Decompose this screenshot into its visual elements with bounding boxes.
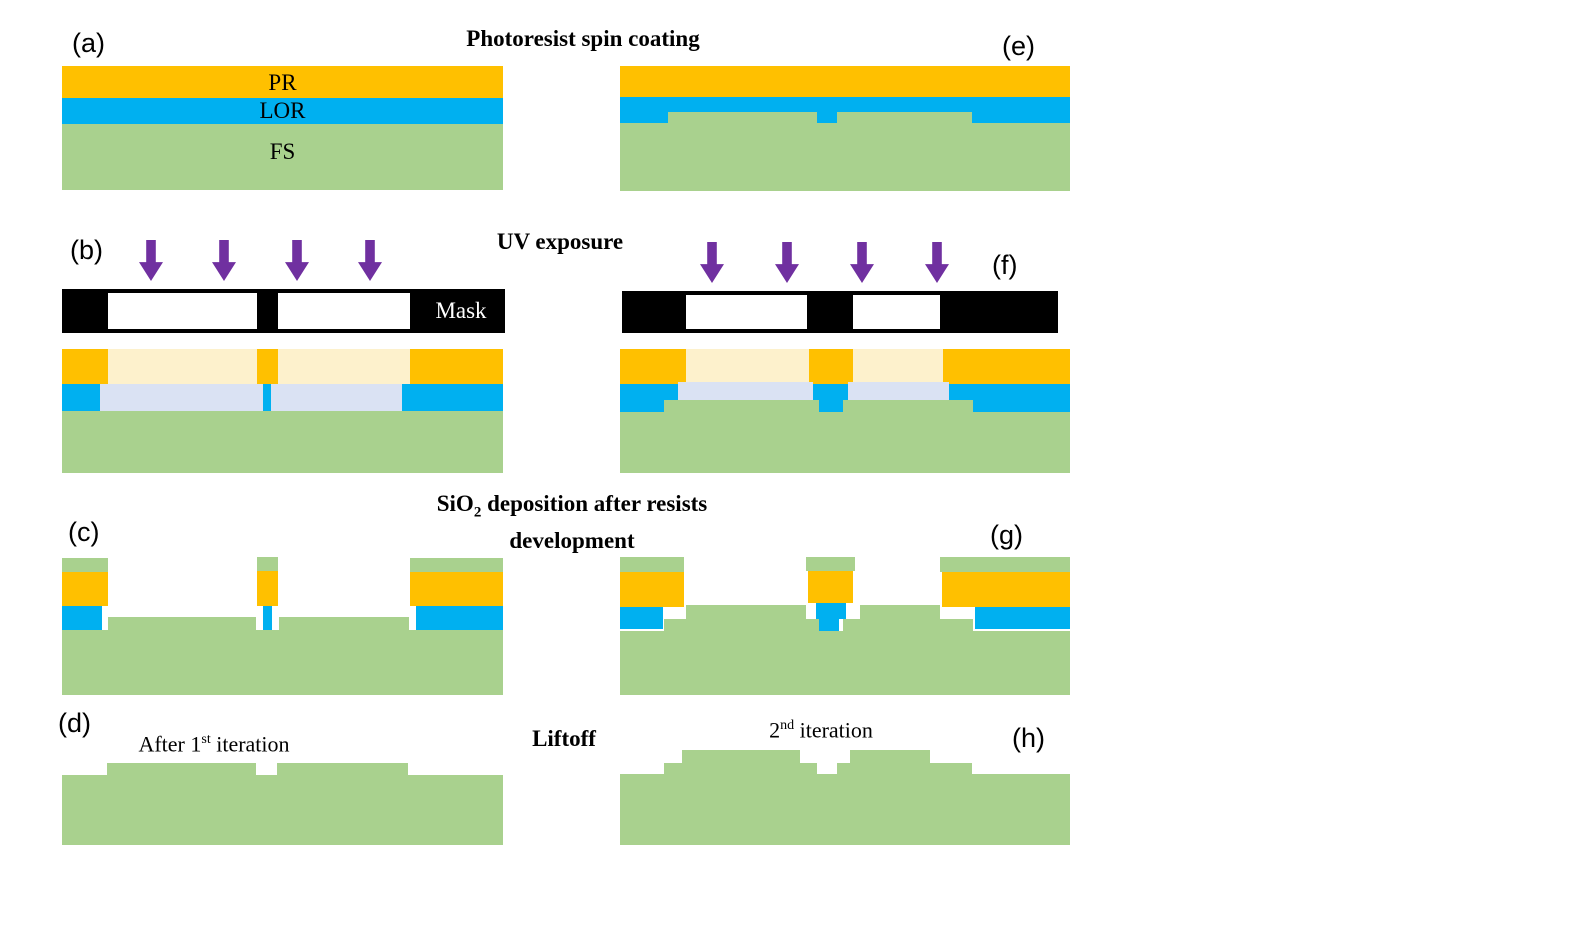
panel-g-fs-substrate [620,631,1070,695]
panel-f-uv-arrow-3 [850,242,874,283]
panel-d-sio2-mesa-left [107,763,256,775]
panel-a-fs-label: FS [269,139,296,164]
panel-label-a: (a) [72,28,105,58]
panel-g-right-pillar-lor [975,607,1070,629]
panel-a-fs-substrate [62,124,503,190]
panel-h-sio2-mid-tier-right [837,763,972,774]
panel-c-fs-substrate [62,630,503,695]
caption-d-superscript: st [201,732,211,747]
panel-b-pr-unexposed-left [62,349,108,384]
panel-f-mask-opening-2 [853,295,940,329]
panel-label-d: (d) [58,708,91,738]
panel-c-right-pillar-pr [410,572,503,606]
panel-d-fs-substrate [62,775,503,845]
panel-label-g: (g) [990,520,1023,550]
panel-g-left-pillar-lor [620,607,663,629]
panel-b-pr-exposed-1 [108,349,257,384]
panel-f-mask-opening-1 [686,295,807,329]
panel-a-pr-layer [62,66,503,98]
panel-f-uv-arrow-4 [925,242,949,283]
panel-g-mid-pillar-pr [808,571,853,603]
panel-c-right-pillar-lor [416,606,503,630]
panel-g-sio2-strip-2 [860,605,940,619]
title-sio2-line2: development [509,527,635,553]
panel-f-pr-unexposed-left [620,349,686,384]
panel-f-pr-exposed-1 [686,349,809,384]
panel-f-pr-unexposed-mid [809,349,853,384]
sio2-subscript: 2 [473,504,482,521]
panel-g-right-pillar-sio2-cap [940,557,1070,572]
panel-b-mask-opening-1 [108,293,257,329]
title-photoresist-spin-coating: Photoresist spin coating [466,26,700,51]
panel-e-pr-layer [620,66,1070,97]
panel-d-sio2-mesa-right [277,763,408,775]
panel-f-fs-substrate [620,412,1070,473]
panel-b-mask-opening-2 [278,293,410,329]
panel-b-mask-label: Mask [435,298,487,323]
panel-h-fs-substrate [620,774,1070,845]
panel-f-uv-arrow-2 [775,242,799,283]
panel-a-lor-label: LOR [259,98,306,123]
panel-b-uv-arrow-4 [358,240,382,281]
panel-h-caption: 2nd iteration [769,717,873,743]
panel-c-right-pillar-sio2-cap [410,558,503,572]
panel-g-substrate-mesa-right [843,619,973,631]
panel-label-b: (b) [70,235,103,265]
panel-b-pr-exposed-2 [278,349,410,384]
title-sio2-line1: SiO2 deposition after resists [436,491,708,521]
panel-f-uv-arrow-1 [700,242,724,283]
panel-f-substrate-mesa-left [664,400,819,412]
panel-c-left-pillar-pr [62,572,108,606]
panel-c-mid-pillar-sio2-cap [257,557,278,571]
panel-h-sio2-mid-tier-left [664,763,817,774]
panel-b-pr-unexposed-right [410,349,503,384]
panel-f-pr-unexposed-right [943,349,1070,384]
panel-g-mid-pillar-lor-notch [819,619,839,631]
panel-b-pr-unexposed-mid [257,349,278,384]
panel-c-mid-pillar-pr [257,571,278,606]
panel-c-left-pillar-lor [62,606,102,630]
panel-b-lor-exposed-2 [271,384,402,411]
title-uv-exposure: UV exposure [496,229,624,254]
panel-g-mid-pillar-sio2-cap [806,557,855,571]
panel-g-left-pillar-sio2-cap [620,557,684,572]
panel-label-e: (e) [1002,31,1035,61]
caption-h-superscript: nd [780,718,795,733]
panel-g-left-pillar-pr [620,572,684,607]
panel-g-substrate-mesa-left [664,619,819,631]
panel-c-sio2-strip-2 [279,617,409,630]
panel-d-caption: After 1st iteration [138,731,290,757]
panel-g-right-pillar-pr [942,572,1070,607]
panel-h-sio2-top-tier-left [682,750,800,763]
panel-f-substrate-mesa-right [843,400,973,412]
panel-c-left-pillar-sio2-cap [62,558,108,572]
panel-b-uv-arrow-3 [285,240,309,281]
panel-e-fs-substrate [620,123,1070,191]
panel-label-f: (f) [992,250,1018,280]
panel-f-lor-exposed-2 [848,382,949,400]
panel-e-substrate-mesa-right [837,112,972,123]
panel-label-h: (h) [1012,723,1045,753]
panel-e-substrate-mesa-left [668,112,817,123]
panel-b-lor-exposed-1 [100,384,263,411]
panel-a-lor-layer [62,98,503,124]
panel-g-mid-pillar-lor-upper [816,603,846,619]
panel-a-pr-label: PR [268,70,297,95]
title-liftoff: Liftoff [532,726,596,751]
panel-b-uv-arrow-1 [139,240,163,281]
panel-f-pr-exposed-2 [853,349,943,384]
panel-g-sio2-strip-1 [686,605,806,619]
panel-h-sio2-top-tier-right [850,750,930,763]
panel-label-c: (c) [68,517,100,547]
panel-b-fs-substrate [62,411,503,473]
panel-b-uv-arrow-2 [212,240,236,281]
title-sio2-deposition: SiO2 deposition after resists developmen… [422,490,722,554]
panel-c-sio2-strip-1 [108,617,256,630]
panel-f-lor-exposed-1 [678,382,813,400]
panel-c-mid-pillar-lor [263,606,272,630]
